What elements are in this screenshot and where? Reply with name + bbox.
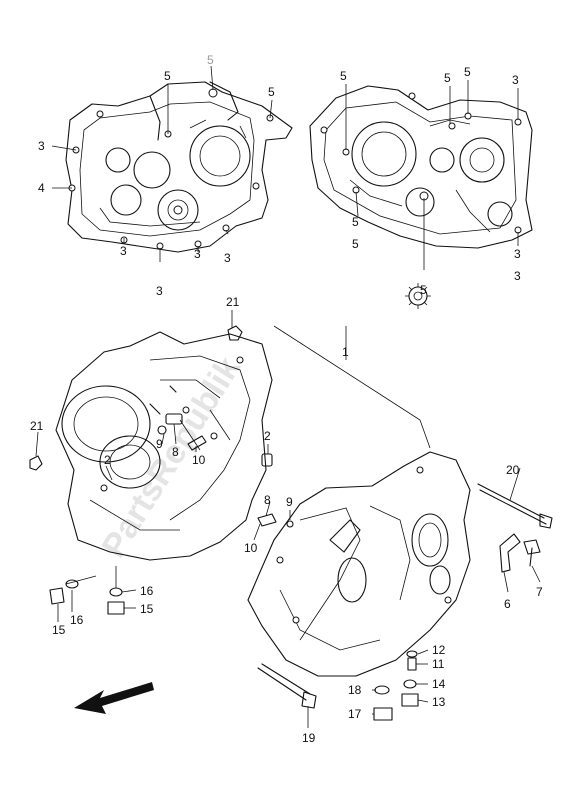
callout-label: 3 — [38, 139, 45, 153]
callout-label: 4 — [38, 181, 45, 195]
callout-label: 5 — [420, 283, 427, 297]
bolt-7 — [523, 539, 541, 567]
callout-label: 9 — [156, 437, 163, 451]
washer-12 — [406, 650, 418, 658]
plug-17 — [373, 707, 393, 721]
callout-label: 3 — [120, 244, 127, 258]
gear-icon — [405, 283, 431, 309]
oring-9-left — [157, 425, 167, 435]
bolt-21-left — [29, 455, 43, 471]
callout-label: 19 — [302, 731, 316, 745]
callouts-top-left: 5 5 5 3 4 3 3 3 3 — [38, 53, 275, 298]
callout-label: 5 — [340, 69, 347, 83]
callout-label: 3 — [514, 247, 521, 261]
callout-label: 9 — [286, 495, 293, 509]
callout-label: 16 — [140, 584, 154, 598]
callout-label: 15 — [52, 623, 66, 637]
callout-label: 3 — [512, 73, 519, 87]
callout-label: 8 — [264, 493, 271, 507]
callout-label: 3 — [194, 247, 201, 261]
washer-16-right — [109, 587, 123, 597]
callout-label: 3 — [224, 251, 231, 265]
callout-label: 2 — [104, 453, 111, 467]
callout-label: 5 — [164, 69, 171, 83]
callout-label: 5 — [207, 53, 214, 67]
callout-label: 14 — [432, 677, 446, 691]
callout-label: 5 — [352, 237, 359, 251]
callouts-top-right: 5 5 5 3 3 5 5 3 5 — [340, 65, 521, 297]
bolt-19 — [257, 663, 317, 709]
jet-11 — [407, 657, 417, 671]
callout-label: 11 — [432, 657, 445, 671]
plug-13 — [401, 693, 419, 707]
callout-label: 15 — [140, 602, 154, 616]
callout-label: 20 — [506, 463, 520, 477]
plug-15-right — [107, 601, 125, 615]
screw-10-left — [187, 435, 207, 451]
drain-plug-15-left — [49, 587, 65, 605]
callout-label: 3 — [514, 269, 521, 283]
callout-label: 5 — [352, 215, 359, 229]
callout-label: 21 — [226, 295, 240, 309]
callout-label: 10 — [244, 541, 258, 555]
callout-label: 5 — [268, 85, 275, 99]
washer-18 — [374, 685, 390, 695]
washer-14 — [403, 679, 417, 689]
callout-label: 12 — [432, 643, 446, 657]
leader-lines — [35, 65, 541, 728]
left-crankcase-half — [55, 331, 273, 561]
callout-label: 8 — [172, 445, 179, 459]
callout-label: 6 — [504, 597, 511, 611]
callout-label: 5 — [444, 71, 451, 85]
dowel-pin-2-left — [261, 453, 273, 467]
callout-label: 18 — [348, 683, 362, 697]
bolt-20 — [477, 483, 553, 529]
oil-jet-8-right — [257, 513, 277, 527]
bolt-21-top — [227, 325, 243, 341]
right-crankcase-half — [247, 451, 471, 677]
left-crankcase-inner-view — [65, 81, 293, 253]
callout-label: 5 — [464, 65, 471, 79]
oring-9-right — [286, 520, 294, 528]
callout-label: 16 — [70, 613, 84, 627]
callout-label: 1 — [342, 345, 349, 359]
callout-label: 21 — [30, 419, 44, 433]
callout-label: 3 — [156, 284, 163, 298]
right-crankcase-inner-view — [309, 85, 533, 249]
front-arrow-icon — [74, 682, 154, 714]
callouts-main: 1 2 2 8 9 8 9 10 10 6 7 11 12 13 14 15 1… — [30, 295, 543, 745]
callout-label: 7 — [536, 585, 543, 599]
callout-label: 2 — [264, 429, 271, 443]
callout-label: 17 — [348, 707, 362, 721]
callout-label: 13 — [432, 695, 446, 709]
bracket-6 — [499, 533, 521, 573]
callout-label: 10 — [192, 453, 206, 467]
